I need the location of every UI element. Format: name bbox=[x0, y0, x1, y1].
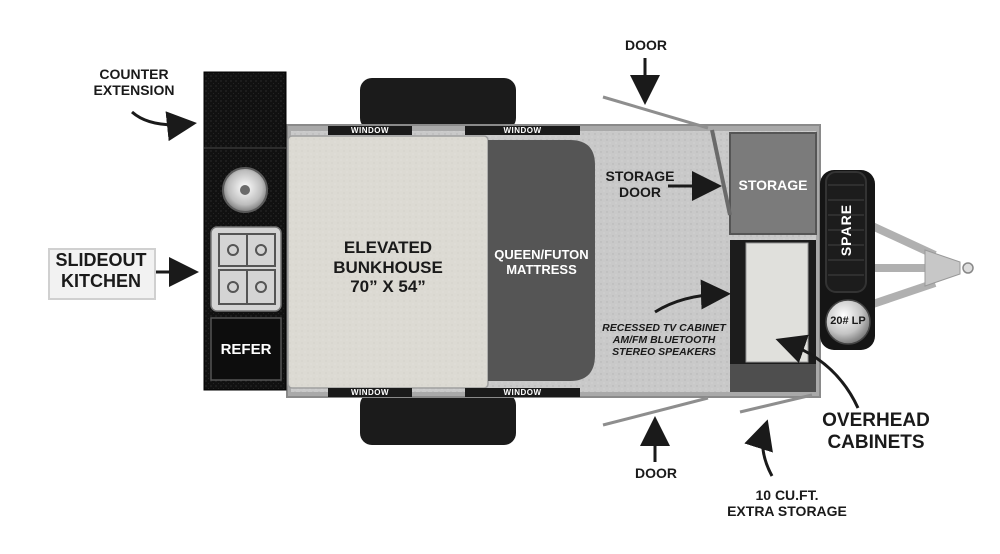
elevated-bunkhouse-label: ELEVATED BUNKHOUSE 70” X 54” bbox=[333, 238, 443, 297]
recessed-tv-label: RECESSED TV CABINET AM/FM BLUETOOTH STER… bbox=[602, 322, 726, 359]
tire-front-bottom bbox=[360, 393, 516, 445]
storage-door-label: STORAGE DOOR bbox=[605, 168, 675, 201]
counter-extension-label: COUNTER EXTENSION bbox=[93, 66, 175, 99]
door-bottom-label: DOOR bbox=[635, 465, 677, 481]
window-bottom-right: WINDOW bbox=[465, 388, 580, 397]
queen-futon-label: QUEEN/FUTON MATTRESS bbox=[494, 247, 589, 277]
slideout-kitchen-label: SLIDEOUT KITCHEN bbox=[55, 250, 147, 291]
window-top-right: WINDOW bbox=[465, 126, 580, 135]
extra-storage-label: 10 CU.FT. EXTRA STORAGE bbox=[727, 487, 847, 520]
tire-front-top bbox=[360, 78, 516, 130]
window-top-left: WINDOW bbox=[328, 126, 412, 135]
tongue-hitch bbox=[868, 221, 974, 309]
slideout-kitchen-box bbox=[48, 248, 156, 300]
lp-tank-label: 20# LP bbox=[830, 315, 866, 327]
spare-tire-label: SPARE bbox=[837, 203, 854, 257]
storage-label: STORAGE bbox=[738, 177, 808, 193]
door-top-label: DOOR bbox=[625, 37, 667, 53]
overhead-cabinets-label: OVERHEAD CABINETS bbox=[822, 410, 930, 453]
window-bottom-left: WINDOW bbox=[328, 388, 412, 397]
refer-label: REFER bbox=[220, 341, 272, 358]
